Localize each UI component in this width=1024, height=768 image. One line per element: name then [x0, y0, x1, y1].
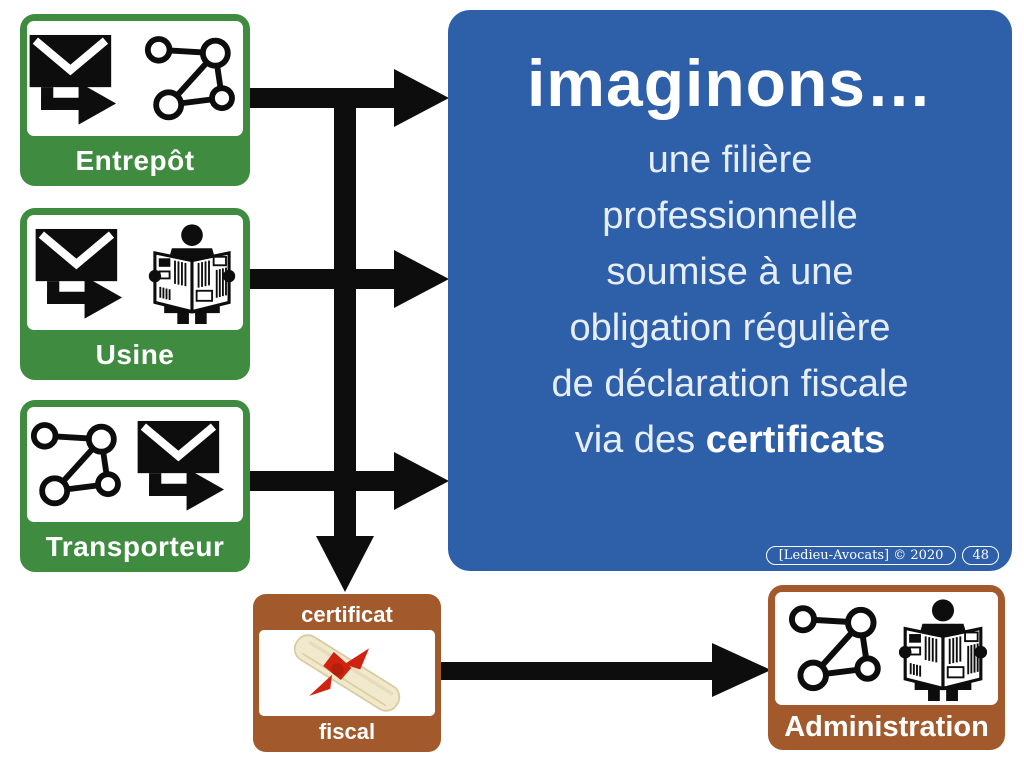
arrow-transporteur-head	[394, 452, 449, 510]
usine-icon-panel	[27, 215, 243, 330]
callout-line: de déclaration fiscale	[551, 362, 909, 405]
source-box-transporteur: Transporteur	[20, 400, 250, 572]
network-icon	[786, 602, 888, 696]
network-icon	[142, 33, 242, 125]
arrow-entrepot-head	[394, 69, 449, 127]
arrow-entrepot-shaft	[246, 88, 394, 108]
newspaper-reader-icon	[148, 222, 236, 324]
certificat-label: certificat	[301, 601, 393, 627]
arrow-transporteur-shaft	[246, 471, 394, 491]
administration-label: Administration	[784, 711, 989, 743]
certificat-fiscal-box: certificat fiscal	[253, 594, 441, 752]
envelope-forward-icon	[28, 33, 134, 125]
callout-body: une filière professionnelle soumise à un…	[448, 132, 1012, 468]
network-icon	[28, 419, 128, 511]
fiscal-label: fiscal	[318, 718, 376, 744]
imaginons-callout: imaginons… une filière professionnelle s…	[448, 10, 1012, 571]
envelope-forward-icon	[34, 227, 140, 319]
transporteur-label: Transporteur	[45, 531, 225, 562]
newspaper-reader-icon	[898, 597, 988, 701]
arrow-certificat-head	[712, 643, 771, 697]
arrow-down-head	[316, 536, 374, 592]
callout-line: soumise à une	[606, 250, 854, 293]
entrepot-label: Entrepôt	[75, 145, 195, 176]
callout-final-bold: certificats	[705, 418, 886, 461]
source-box-entrepot: Entrepôt	[20, 14, 250, 186]
source-box-usine: Usine	[20, 208, 250, 380]
transporteur-icon-panel	[27, 407, 243, 522]
callout-title: imaginons…	[526, 46, 934, 120]
arrow-usine-head	[394, 250, 449, 308]
page-number-badge: 48	[962, 546, 999, 565]
certificat-icon-panel	[259, 630, 435, 716]
usine-label: Usine	[95, 339, 175, 370]
entrepot-icon-panel	[27, 21, 243, 136]
administration-icon-panel	[775, 592, 998, 705]
callout-final-prefix: via des	[574, 418, 706, 461]
arrow-certificat-shaft	[440, 662, 714, 680]
arrow-usine-shaft	[246, 269, 394, 289]
diploma-scroll-icon	[280, 630, 414, 716]
callout-line: une filière	[647, 138, 813, 181]
callout-final-line: via des certificats	[448, 412, 1012, 468]
arrow-vertical-trunk	[334, 88, 356, 538]
slide-footer: [Ledieu-Avocats] © 2020 48	[765, 546, 999, 565]
credit-badge: [Ledieu-Avocats] © 2020	[765, 546, 957, 565]
administration-box: Administration	[768, 585, 1005, 750]
envelope-forward-icon	[136, 419, 242, 511]
callout-line: obligation régulière	[569, 306, 891, 349]
callout-line: professionnelle	[602, 194, 858, 237]
